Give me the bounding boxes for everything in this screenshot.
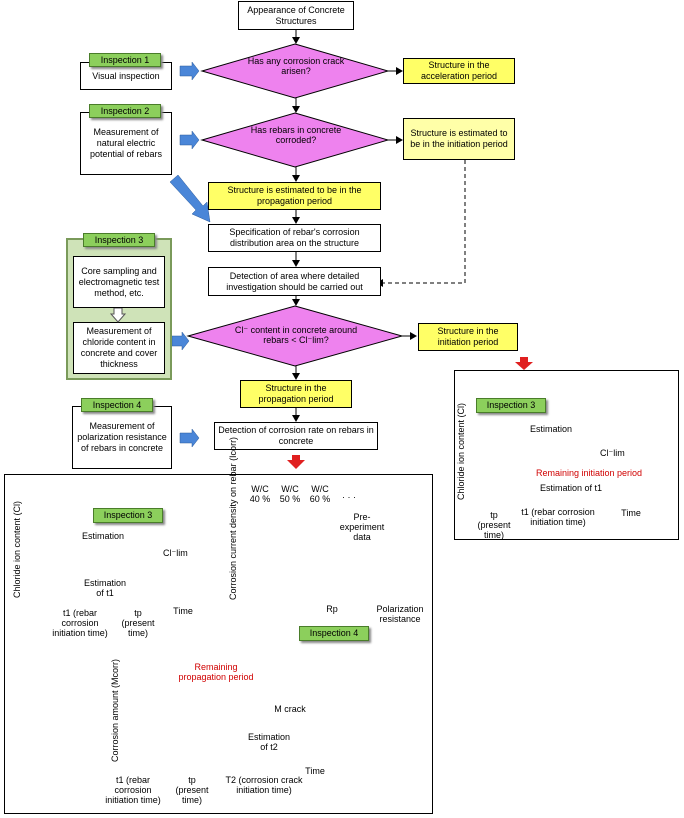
decision-3-text: Cl⁻ content in concrete around rebars < …: [234, 325, 358, 345]
initiation-period-box: Structure in the initiation period: [418, 323, 518, 351]
inspection-3-box-b: Measurement of chloride content in concr…: [73, 322, 165, 374]
initiation-estimate-box: Structure is estimated to be in the init…: [403, 118, 515, 160]
red-arrow-right-panel: [515, 357, 533, 370]
rc-estimation: Estimation: [529, 424, 573, 434]
rc-xlabel: Time: [621, 508, 641, 518]
start-box: Appearance of Concrete Structures: [238, 1, 354, 30]
rc-ylabel: Chloride ion content (Cl): [456, 402, 466, 500]
inspection-3-box-a: Core sampling and electromagnetic test m…: [73, 256, 165, 308]
bc-xlabel: Time: [305, 766, 325, 776]
decision-diamond-1: [200, 43, 390, 99]
rc-cllim: Cl⁻lim: [600, 448, 625, 458]
propagation-estimate-box: Structure is estimated to be in the prop…: [208, 182, 381, 210]
down-arrow-hollow-icon: [110, 308, 126, 323]
rc-inspection-3-tag: Inspection 3: [476, 398, 546, 413]
bc-remaining: Remaining propagation period: [178, 662, 254, 682]
br-wc50: W/C 50 %: [279, 484, 301, 504]
propagation-period-box: Structure in the propagation period: [240, 380, 352, 408]
inspection-1-tag: Inspection 1: [89, 53, 161, 67]
blue-arrow-diagonal: [169, 174, 211, 223]
decision-diamond-3: [186, 305, 404, 367]
bl-est-t1: Estimation of t1: [83, 578, 127, 598]
detection-area-box: Detection of area where detailed investi…: [208, 267, 381, 296]
rc-tp: tp (present time): [477, 510, 511, 540]
decision-diamond-2: [200, 112, 390, 168]
rc-remaining: Remaining initiation period: [536, 468, 643, 478]
rc-t1: t1 (rebar corrosion initiation time): [521, 507, 595, 527]
inspection-2-box: Measurement of natural electric potentia…: [80, 112, 172, 175]
bl-inspection-3-tag: Inspection 3: [93, 508, 163, 523]
bl-xlabel: Time: [173, 606, 193, 616]
inspection-4-tag: Inspection 4: [81, 398, 153, 412]
bottom-chart-panel: [4, 474, 433, 814]
decision-1-text: Has any corrosion crack arisen?: [247, 56, 345, 76]
br-xlabel: Polarization resistance: [376, 604, 424, 624]
bc-t1: t1 (rebar corrosion initiation time): [105, 775, 161, 805]
br-wc60: W/C 60 %: [309, 484, 331, 504]
inspection-4-box: Measurement of polarization resistance o…: [72, 406, 172, 469]
blue-arrow-3: [171, 331, 190, 351]
corrosion-rate-box: Detection of corrosion rate on rebars in…: [214, 422, 378, 450]
bc-tp: tp (present time): [175, 775, 209, 805]
blue-arrow-2: [179, 130, 200, 150]
bl-tp: tp (present time): [121, 608, 155, 638]
bl-t1: t1 (rebar corrosion initiation time): [52, 608, 108, 638]
decision-2-text: Has rebars in concrete corroded?: [250, 125, 342, 145]
specification-box: Specification of rebar's corrosion distr…: [208, 224, 381, 252]
bc-mcrack: M crack: [274, 704, 306, 714]
br-wc40: W/C 40 %: [249, 484, 271, 504]
rc-est-t1: Estimation of t1: [540, 483, 603, 493]
bc-est-t2: Estimation of t2: [247, 732, 291, 752]
red-arrow-bottom-panel: [287, 455, 305, 469]
inspection-3-tag: Inspection 3: [83, 233, 155, 247]
bl-ylabel: Chloride ion content (Cl): [12, 500, 22, 598]
bc-t2: T2 (corrosion crack initiation time): [225, 775, 303, 795]
blue-arrow-4: [179, 428, 200, 448]
bl-estimation: Estimation: [81, 531, 125, 541]
bl-cllim: Cl⁻lim: [163, 548, 188, 558]
br-dots: · · ·: [342, 492, 356, 502]
br-inspection-4-tag: Inspection 4: [299, 626, 369, 641]
bc-ylabel: Corrosion amount (Mcorr): [110, 658, 120, 762]
inspection-2-tag: Inspection 2: [89, 104, 161, 118]
blue-arrow-1: [179, 61, 200, 81]
br-pre-exp: Pre-experiment data: [339, 512, 385, 542]
br-rp: Rp: [326, 604, 338, 614]
acceleration-period-box: Structure in the acceleration period: [403, 58, 515, 84]
br-ylabel: Corrosion current density on rebar (Icor…: [228, 436, 238, 600]
